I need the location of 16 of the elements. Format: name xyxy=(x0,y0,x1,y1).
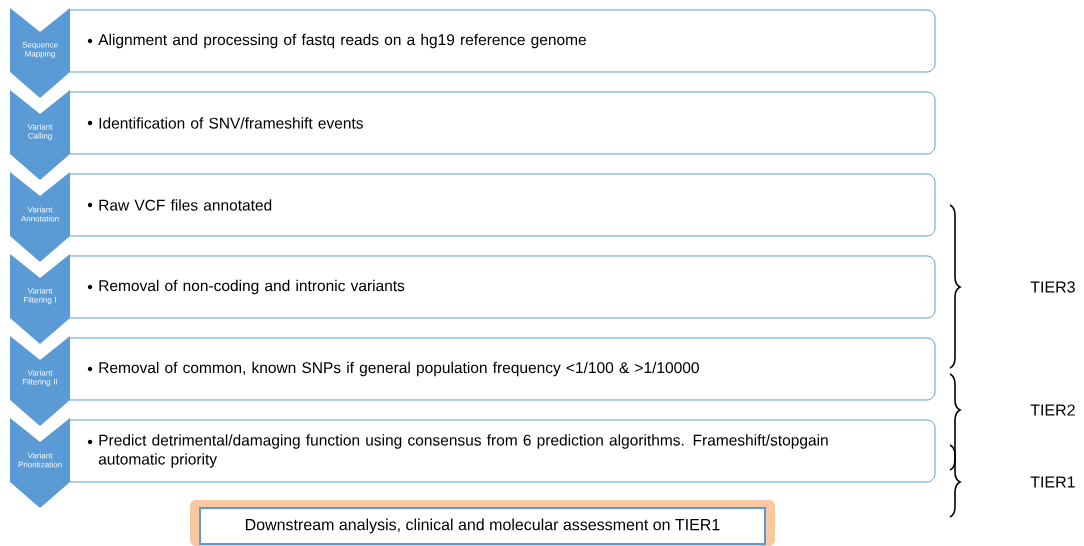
stage-tab: Variant Prioritization xyxy=(10,418,70,508)
stage-tab: Variant Annotation xyxy=(10,172,70,262)
tier-label: TIER3 xyxy=(1030,281,1075,293)
tier-label: TIER2 xyxy=(1030,404,1075,416)
step-box: Removal of common, known SNPs if general population frequency <1/100 & >1/10000 xyxy=(69,337,936,401)
tier-label: TIER1 xyxy=(1030,476,1075,488)
stage-tab: Variant Calling xyxy=(10,90,70,180)
stage-tab: Variant Filtering I xyxy=(10,254,70,344)
step-box: Alignment and processing of fastq reads on a hg19 reference genome xyxy=(69,9,936,73)
result-box: Downstream analysis, clinical and molecular assessment on TIER1 xyxy=(190,500,775,546)
stage-tab: Sequence Mapping xyxy=(10,8,70,98)
step-box: Removal of non-coding and intronic variants xyxy=(69,255,936,319)
stage-tab: Variant Filtering II xyxy=(10,336,70,426)
step-box: Predict detrimental/damaging function using consensus from 6 prediction algorithms. Frameshift/stopgain automatic priority xyxy=(69,419,936,483)
step-box: Raw VCF files annotated xyxy=(69,173,936,237)
step-box: Identification of SNV/frameshift events xyxy=(69,91,936,155)
